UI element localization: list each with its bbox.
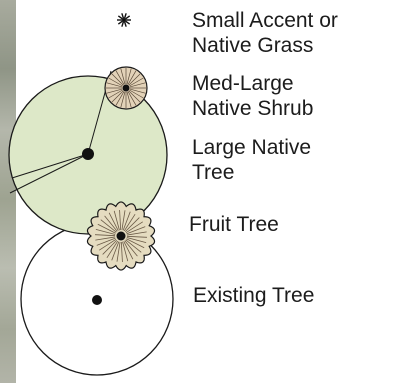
existing-tree-label: Existing Tree [193, 283, 314, 308]
fruit-tree-trunk [117, 232, 126, 241]
spoke-line [125, 22, 127, 27]
large-native-tree-label: Large Native Tree [192, 135, 311, 185]
spoke-line [122, 22, 124, 27]
native-shrub-symbol [105, 67, 147, 109]
existing-tree-trunk [92, 295, 102, 305]
spoke-line [125, 13, 127, 18]
spoke-line [122, 13, 124, 18]
accent-grass-symbol [117, 13, 131, 26]
spoke-line [118, 21, 122, 24]
native-shrub-label: Med-Large Native Shrub [192, 71, 313, 121]
accent-grass-center [122, 18, 126, 22]
fruit-tree-symbol [87, 202, 154, 270]
accent-grass-label: Small Accent or Native Grass [192, 8, 338, 58]
fruit-tree-label: Fruit Tree [189, 212, 279, 237]
spoke-line [126, 21, 130, 24]
large-native-tree-trunk [82, 148, 94, 160]
spoke-line [126, 16, 130, 19]
spoke-line [118, 16, 122, 19]
native-shrub-center [123, 85, 130, 92]
